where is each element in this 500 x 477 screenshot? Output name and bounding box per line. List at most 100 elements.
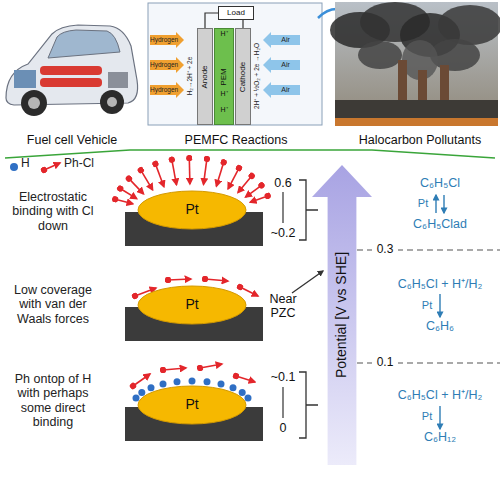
chlorobenzene-arrow: [204, 159, 207, 185]
hydrogen-atom: [245, 395, 252, 402]
hydrogen-atom: [148, 384, 155, 391]
reaction-species: C₆H₅Cl + H⁺/H₂: [383, 388, 497, 402]
legend-text: H: [21, 157, 30, 171]
platinum-particle: Pt: [137, 285, 247, 325]
hydrogen-atom: [239, 389, 246, 396]
smoke-cloud: [358, 41, 402, 69]
legend-arrow-sample: [44, 163, 60, 170]
chlorobenzene-arrow: [240, 287, 258, 296]
potential-value: 0.6: [268, 176, 298, 190]
potential-value: 0: [268, 421, 298, 435]
particle-shape: [138, 286, 246, 324]
gas-label: Air: [271, 86, 300, 94]
node-text: PEM: [220, 68, 229, 85]
wheel: [21, 90, 47, 116]
reaction-arrow: [439, 406, 440, 429]
legend-text: Ph-Cl: [64, 157, 94, 171]
factory-glow: [335, 118, 498, 126]
smoke-cloud: [430, 39, 480, 71]
binding-description: Electrostatic binding with Cl down: [3, 190, 103, 233]
chlorobenzene-arrow: [236, 376, 255, 382]
cathode-layer: Cathode: [235, 28, 251, 125]
hydrogen-atom: [133, 395, 140, 402]
catalyst-label: Pt: [418, 410, 436, 423]
chlorobenzene-arrow: [168, 279, 191, 280]
potential-threshold: 0.3: [372, 243, 398, 257]
chlorobenzene-arrow: [216, 162, 223, 186]
motor-block: [108, 72, 128, 88]
platinum-particle: Pt: [137, 385, 247, 425]
binding-description: Low coverage with van der Waals forces: [3, 283, 103, 326]
reaction-species: C₆H₁₂: [383, 430, 497, 444]
reaction-species: C₆H₅Cl: [383, 176, 497, 190]
hydrogen-arrow: [150, 82, 184, 98]
node-text: Cathode: [239, 61, 248, 91]
node-text: Pt: [185, 202, 198, 217]
hydrogen-arrow: [150, 57, 184, 73]
half-reaction: H₂→2H⁺ + 2e: [186, 57, 193, 96]
arrow-shape: [312, 165, 372, 465]
binding-description: Ph ontop of H with perhaps some direct b…: [3, 372, 103, 430]
car-window: [48, 30, 120, 58]
pemfc-schematic: [148, 3, 322, 125]
gas-label: Air: [271, 61, 300, 69]
range-bracket: [299, 180, 318, 438]
chlorobenzene-arrow: [163, 368, 186, 370]
ion-label: H⁺: [214, 90, 234, 98]
wheel-hub: [107, 97, 117, 107]
particle-shape: [138, 191, 246, 229]
chlorobenzene-arrow: [129, 179, 144, 194]
node-text: Potential [V vs SHE]: [334, 252, 349, 378]
image-caption: Halocarbon Pollutants: [340, 133, 500, 147]
hydrogen-atom: [204, 378, 211, 385]
anode-layer: Anode: [197, 28, 213, 125]
pollution-illustration: [330, 2, 500, 126]
reaction-arrow: [443, 195, 444, 213]
reaction-species: C₆H₅Clad: [383, 217, 497, 231]
chlorobenzene-arrow: [200, 364, 222, 368]
foreground-layer: [115, 38, 268, 386]
molecule-arrows: [115, 158, 268, 386]
chlorobenzene-arrow: [250, 196, 268, 202]
legend-swatch: [10, 163, 18, 171]
chlorobenzene-arrow: [141, 170, 153, 190]
node-text: Pt: [185, 397, 198, 412]
leader-arrow: [292, 271, 323, 293]
potential-threshold: 0.1: [372, 356, 398, 370]
hydrogen-atom: [174, 378, 181, 385]
platinum-particle: Pt: [137, 190, 247, 230]
threshold-line: [357, 250, 500, 363]
reaction-species: C₆H₅Cl + H⁺/H₂: [383, 277, 497, 291]
gas-label: Air: [271, 36, 300, 44]
node-text: Pt: [185, 297, 198, 312]
reaction-species: C₆H₆: [383, 319, 497, 333]
chlorobenzene-arrow: [120, 189, 137, 199]
node-text: Load: [227, 9, 245, 18]
chlorobenzene-arrow: [155, 164, 164, 187]
chlorobenzene-arrow: [189, 158, 191, 184]
hydrogen-arrow: [150, 32, 184, 48]
wheel-hub: [28, 97, 40, 109]
pemfc-frame: [148, 3, 322, 125]
hydrogen-atom: [230, 384, 237, 391]
air-arrow: [263, 57, 300, 73]
node-text: Anode: [201, 65, 210, 88]
vehicle-illustration: [6, 25, 138, 116]
gas-label: Hydrogen: [150, 86, 176, 93]
hydrogen-atom: [218, 381, 225, 388]
load-box: Load: [218, 6, 254, 20]
reaction-arrow: [439, 294, 440, 317]
air-arrow: [263, 32, 300, 48]
potential-arrow: Potential [V vs SHE]: [312, 165, 372, 465]
hydrogen-atom: [160, 381, 167, 388]
chlorobenzene-arrow: [205, 279, 228, 281]
ion-label: H⁺: [214, 30, 234, 38]
chlorobenzene-arrow: [133, 374, 150, 386]
catalyst-label: Pt: [414, 197, 432, 210]
wheel: [100, 90, 124, 114]
hydrogen-tank: [40, 78, 102, 87]
chlorobenzene-arrow: [238, 176, 252, 193]
potential-value: Near PZC: [264, 292, 302, 321]
fuel-cell-stack: [14, 70, 36, 88]
